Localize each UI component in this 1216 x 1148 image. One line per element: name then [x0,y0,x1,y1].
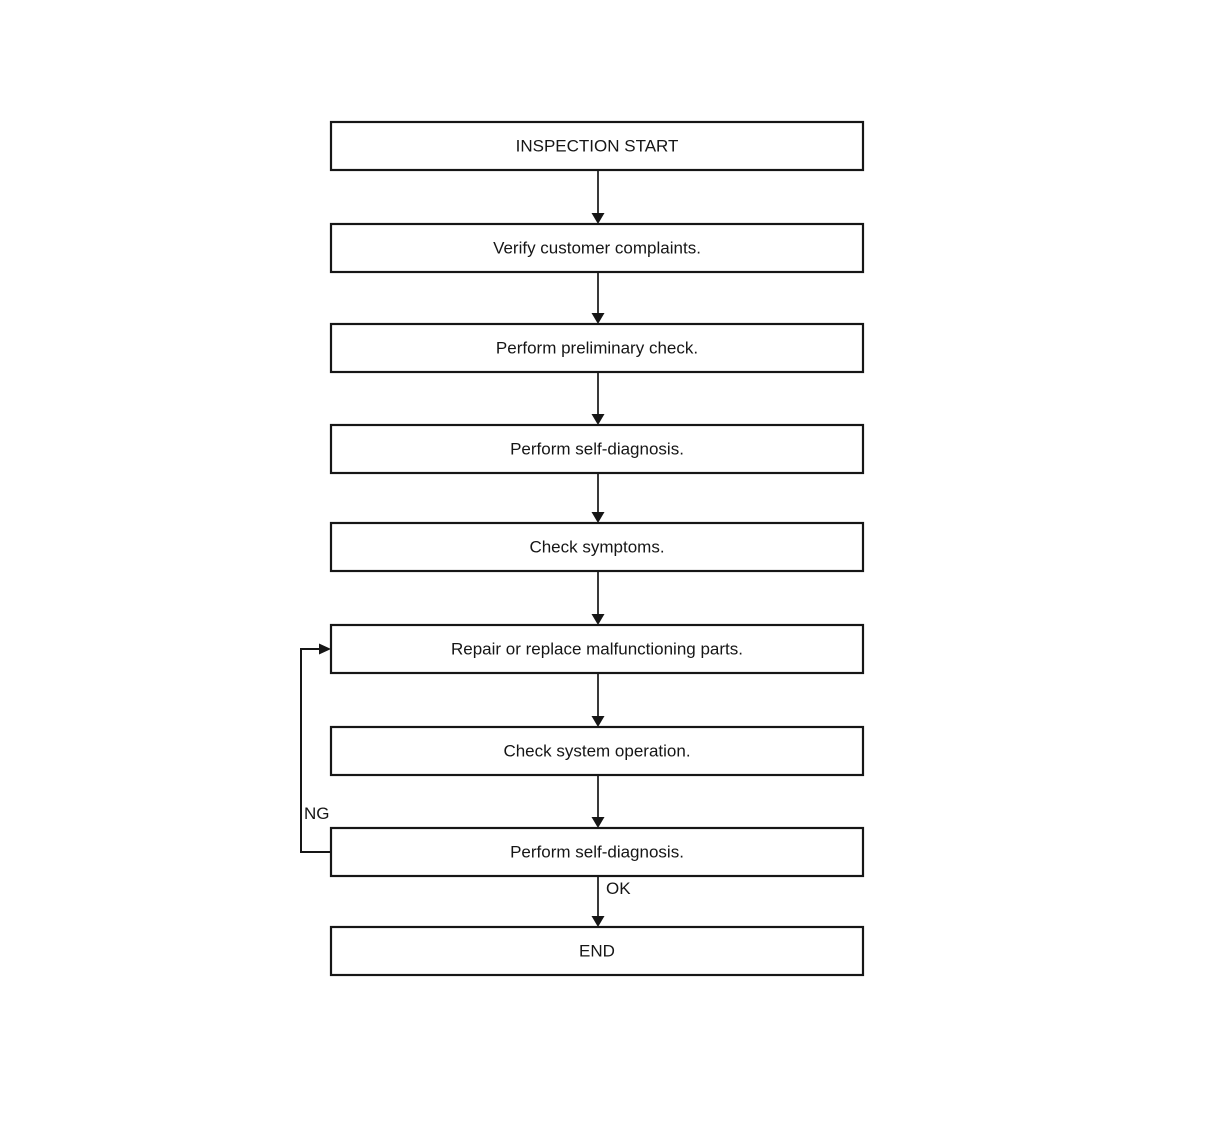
arrowhead-icon [591,313,605,324]
node-self-diagnosis-2: Perform self-diagnosis. [329,826,865,878]
node-box [329,725,865,777]
arrowhead-icon [591,614,605,625]
node-label: END [579,942,615,961]
node-box [329,120,865,172]
node-self-diagnosis-1: Perform self-diagnosis. [329,423,865,475]
node-label: Perform self-diagnosis. [510,440,684,459]
ng-feedback-arrow [300,643,331,853]
arrow-down-3 [591,372,605,425]
arrow-down-4 [591,473,605,523]
node-box [329,222,865,274]
node-label: Verify customer complaints. [493,239,701,258]
node-box [329,925,865,977]
node-label: INSPECTION START [516,137,679,156]
arrowhead-icon [591,716,605,727]
node-end: END [329,925,865,977]
node-box [329,322,865,374]
arrow-down-1 [591,170,605,224]
ng-label: NG [304,804,330,823]
node-box [329,423,865,475]
arrow-down-7 [591,775,605,828]
node-label: Perform preliminary check. [496,339,698,358]
node-verify-complaints: Verify customer complaints. [329,222,865,274]
node-label: Repair or replace malfunctioning parts. [451,640,743,659]
ok-label: OK [606,879,631,898]
node-check-symptoms: Check symptoms. [329,521,865,573]
node-preliminary-check: Perform preliminary check. [329,322,865,374]
arrowhead-icon [591,916,605,927]
node-label: Check system operation. [503,742,690,761]
arrow-down-2 [591,272,605,324]
arrowhead-icon [319,643,331,655]
node-box [329,521,865,573]
node-check-system-operation: Check system operation. [329,725,865,777]
arrowhead-icon [591,512,605,523]
arrow-down-6 [591,673,605,727]
arrowhead-icon [591,414,605,425]
node-inspection-start: INSPECTION START [329,120,865,172]
arrow-down-5 [591,571,605,625]
arrowhead-icon [591,213,605,224]
node-label: Perform self-diagnosis. [510,843,684,862]
arrow-down-8-ok [591,876,605,927]
node-repair-replace: Repair or replace malfunctioning parts. [329,623,865,675]
node-label: Check symptoms. [529,538,664,557]
arrowhead-icon [591,817,605,828]
